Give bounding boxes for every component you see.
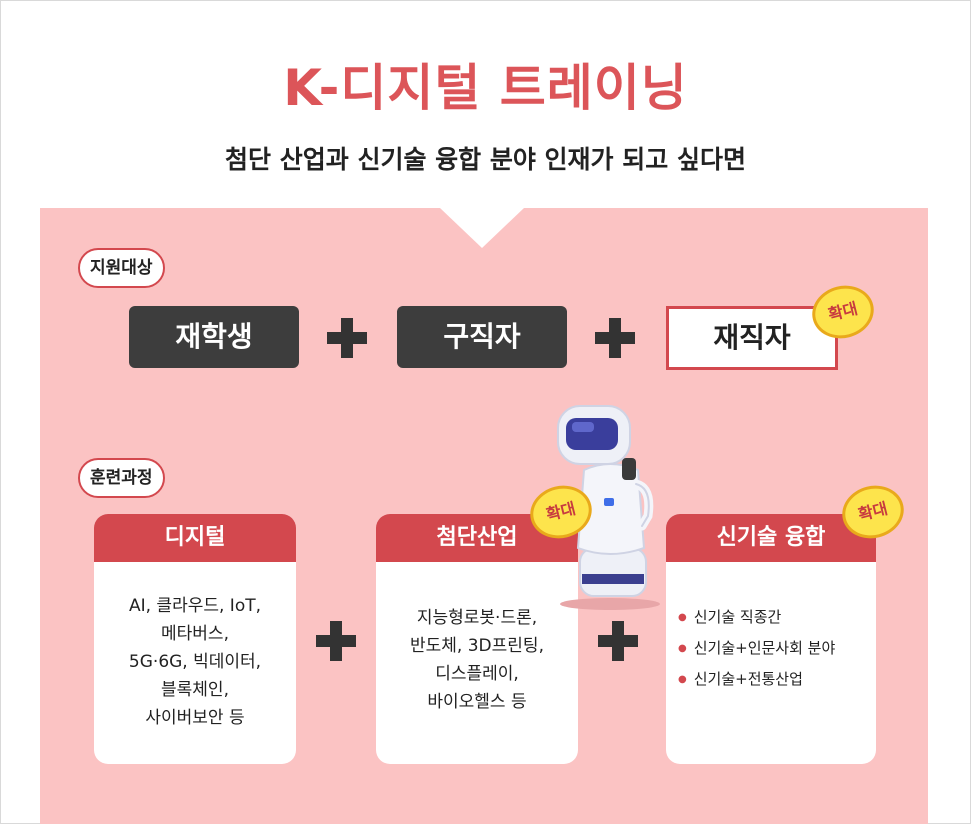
card-line: 사이버보안 등 bbox=[145, 708, 245, 728]
robot-visor-shine bbox=[572, 422, 594, 432]
target-jobseekers: 구직자 bbox=[397, 306, 567, 368]
support-label: 지원대상 bbox=[78, 248, 165, 288]
plus-icon bbox=[327, 318, 367, 358]
card-advanced-body: 지능형로봇·드론, 반도체, 3D프린팅, 디스플레이, 바이오헬스 등 bbox=[376, 562, 578, 716]
card-convergence-title: 신기술 융합 bbox=[666, 514, 876, 562]
panel-notch bbox=[440, 208, 524, 248]
robot-base-stripe bbox=[582, 574, 644, 584]
list-item: 신기술 직종간 bbox=[678, 602, 876, 633]
card-line: 디스플레이, bbox=[435, 664, 519, 684]
page-subtitle: 첨단 산업과 신기술 융합 분야 인재가 되고 싶다면 bbox=[225, 145, 746, 174]
card-line: 5G·6G, 빅데이터, bbox=[128, 652, 262, 672]
robot-illustration bbox=[557, 405, 660, 610]
card-convergence: 신기술 융합 신기술 직종간 신기술+인문사회 분야 신기술+전통산업 bbox=[666, 514, 876, 764]
robot-arm-outline bbox=[635, 483, 650, 527]
list-item: 신기술+전통산업 bbox=[678, 664, 876, 695]
plus-icon bbox=[598, 621, 638, 661]
card-line: 지능형로봇·드론, bbox=[416, 608, 538, 628]
card-line: AI, 클라우드, IoT, bbox=[128, 596, 262, 616]
plus-icon bbox=[595, 318, 635, 358]
card-convergence-list: 신기술 직종간 신기술+인문사회 분야 신기술+전통산업 bbox=[666, 562, 876, 695]
list-item: 신기술+인문사회 분야 bbox=[678, 633, 876, 664]
target-students: 재학생 bbox=[129, 306, 299, 368]
card-digital-title: 디지털 bbox=[94, 514, 296, 562]
robot-shadow bbox=[560, 598, 660, 610]
robot-base bbox=[579, 547, 647, 597]
robot-chest-light bbox=[604, 498, 614, 506]
robot-neck bbox=[622, 458, 636, 480]
card-line: 반도체, 3D프린팅, bbox=[410, 636, 544, 656]
target-employees: 재직자 bbox=[666, 306, 838, 370]
plus-icon bbox=[316, 621, 356, 661]
card-line: 블록체인, bbox=[161, 680, 229, 700]
card-advanced: 첨단산업 지능형로봇·드론, 반도체, 3D프린팅, 디스플레이, 바이오헬스 … bbox=[376, 514, 578, 764]
card-digital-body: AI, 클라우드, IoT, 메타버스, 5G·6G, 빅데이터, 블록체인, … bbox=[94, 562, 296, 732]
page-title: K-디지털 트레이닝 bbox=[283, 59, 688, 117]
card-line: 바이오헬스 등 bbox=[427, 692, 527, 712]
card-line: 메타버스, bbox=[161, 624, 229, 644]
training-label: 훈련과정 bbox=[78, 458, 165, 498]
card-digital: 디지털 AI, 클라우드, IoT, 메타버스, 5G·6G, 빅데이터, 블록… bbox=[94, 514, 296, 764]
